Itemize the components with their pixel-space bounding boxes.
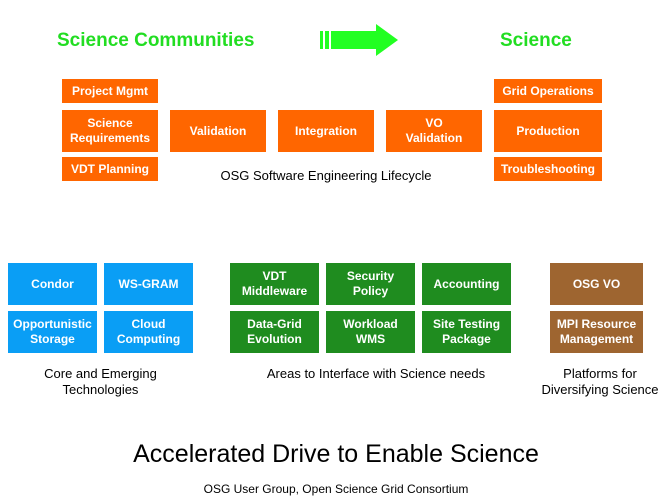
lifecycle-box-troubleshooting: Troubleshooting <box>494 157 602 181</box>
areas-box-accounting: Accounting <box>422 263 511 305</box>
heading-science: Science <box>500 30 572 51</box>
areas-box-vdt-middleware: VDT Middleware <box>230 263 319 305</box>
core-box-opportunistic-storage: Opportunistic Storage <box>8 311 97 353</box>
areas-box-workload-wms: Workload WMS <box>326 311 415 353</box>
core-box-ws-gram: WS-GRAM <box>104 263 193 305</box>
lifecycle-box-vo-validation: VO Validation <box>386 110 482 152</box>
page-title: Accelerated Drive to Enable Science <box>133 440 539 468</box>
lifecycle-box-science-requirements: Science Requirements <box>62 110 158 152</box>
heading-science-communities: Science Communities <box>57 30 255 51</box>
lifecycle-box-production: Production <box>494 110 602 152</box>
platforms-box-mpi-resource-management: MPI Resource Management <box>550 311 643 353</box>
lifecycle-box-vdt-planning: VDT Planning <box>62 157 158 181</box>
core-box-cloud-computing: Cloud Computing <box>104 311 193 353</box>
areas-caption: Areas to Interface with Science needs <box>266 366 486 381</box>
areas-box-data-grid-evolution: Data-Grid Evolution <box>230 311 319 353</box>
lifecycle-box-integration: Integration <box>278 110 374 152</box>
lifecycle-box-project-mgmt: Project Mgmt <box>62 79 158 103</box>
platforms-caption: Platforms for Diversifying Science <box>541 366 659 397</box>
areas-box-site-testing-package: Site Testing Package <box>422 311 511 353</box>
lifecycle-caption: OSG Software Engineering Lifecycle <box>220 168 432 183</box>
lifecycle-box-grid-operations: Grid Operations <box>494 79 602 103</box>
core-caption: Core and Emerging Technologies <box>44 366 157 397</box>
right-arrow-icon <box>320 24 398 56</box>
footer-text: OSG User Group, Open Science Grid Consor… <box>203 482 469 496</box>
platforms-box-osg-vo: OSG VO <box>550 263 643 305</box>
lifecycle-box-validation: Validation <box>170 110 266 152</box>
core-box-condor: Condor <box>8 263 97 305</box>
areas-box-security-policy: Security Policy <box>326 263 415 305</box>
